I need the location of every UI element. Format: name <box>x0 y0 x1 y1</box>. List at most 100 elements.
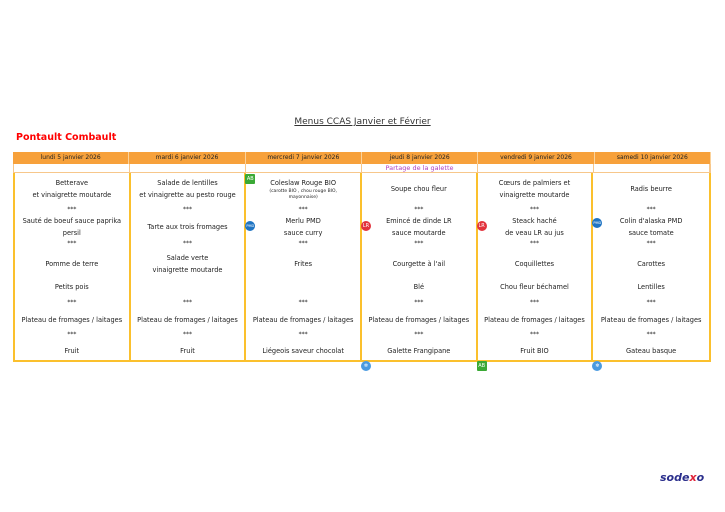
day-column: Salade de lentilles et vinaigrette au pes… <box>131 173 247 360</box>
cheese: Plateau de fromages / laitages <box>600 315 702 324</box>
separator: *** <box>529 299 539 306</box>
starter-note-line: mayonnaise) <box>288 194 318 200</box>
note-row: Partage de la galette <box>13 164 711 173</box>
dessert: Liégeois saveur chocolat <box>262 346 344 355</box>
side-dish-2: Petits pois <box>54 282 89 291</box>
day-column: Coleslaw Rouge BIO(carotte BIO , chou ro… <box>245 173 362 360</box>
side-dish-2: Lentilles <box>637 282 665 291</box>
side-dish-line: Courgette à l'ail <box>392 259 446 268</box>
day-header: mardi 6 janvier 2026 <box>129 152 246 164</box>
separator: *** <box>646 299 656 306</box>
day-header: lundi 5 janvier 2026 <box>13 152 130 164</box>
frozen-icon: ❄ <box>592 361 603 371</box>
day-note <box>130 164 246 173</box>
separator: *** <box>67 205 77 213</box>
starter-line: et vinaigrette au pesto rouge <box>139 190 236 199</box>
starter-line: Soupe chou fleur <box>390 184 447 193</box>
day-note <box>594 164 710 173</box>
starter-line: Salade de lentilles <box>157 178 218 187</box>
side-dish-line: vinaigrette moutarde <box>152 265 223 274</box>
side-dish-line: Carottes <box>637 259 666 268</box>
separator: *** <box>646 331 656 338</box>
side-dish-2: Blé <box>413 282 425 291</box>
dessert: Fruit <box>180 346 195 355</box>
main-course: Steack haché de veau LR au jus <box>478 215 592 239</box>
separator: *** <box>414 331 424 338</box>
day-header: jeudi 8 janvier 2026 <box>362 152 479 164</box>
starter-note-line: (carotte BIO , chou rouge BIO, <box>269 188 337 194</box>
main-course-line: Colin d'alaska PMD <box>619 217 683 225</box>
starter: Coleslaw Rouge BIO(carotte BIO , chou ro… <box>246 173 360 204</box>
side-dish-line: Salade verte <box>166 253 209 262</box>
separator: *** <box>529 205 539 213</box>
main-course-line: Steack haché <box>512 217 557 225</box>
main-course-line: Merlu PMD <box>285 217 321 225</box>
separator: *** <box>298 299 308 306</box>
bio-label-icon: AB <box>245 174 256 184</box>
separator: *** <box>182 240 192 247</box>
main-course-line: de veau LR au jus <box>505 229 564 237</box>
main-course: Tarte aux trois fromages <box>131 215 245 239</box>
sustainable-fish-icon: PMD <box>245 221 256 231</box>
day-note <box>14 164 130 173</box>
dessert: Fruit BIO <box>520 346 549 355</box>
side-dish-line: Pomme de terre <box>45 259 99 268</box>
day-note <box>246 164 362 173</box>
bio-label-icon: AB <box>476 361 487 371</box>
sodexo-logo: sodexo <box>660 471 705 484</box>
main-course-line: Sauté de boeuf sauce paprika <box>22 217 122 225</box>
separator: *** <box>646 240 656 247</box>
starter: Radis beurre <box>593 173 709 204</box>
day-note: Partage de la galette <box>362 164 478 173</box>
separator: *** <box>646 205 656 213</box>
side-dish: Frites <box>246 249 360 278</box>
starter: Salade de lentilles et vinaigrette au pes… <box>131 173 245 204</box>
site-name: Pontault Combault <box>16 132 117 143</box>
side-dish: Courgette à l'ail <box>362 249 476 278</box>
starter-line: Coleslaw Rouge BIO <box>270 178 337 187</box>
cheese: Plateau de fromages / laitages <box>252 315 354 324</box>
day-header: mercredi 7 janvier 2026 <box>246 152 362 164</box>
side-dish: Salade verte vinaigrette moutarde <box>131 249 245 278</box>
separator: *** <box>414 299 424 306</box>
main-course-line: persil <box>62 229 81 237</box>
cheese: Plateau de fromages / laitages <box>368 315 470 324</box>
day-note <box>478 164 594 173</box>
separator: *** <box>67 240 77 247</box>
side-dish-line: Frites <box>294 259 313 268</box>
dessert: Gateau basque <box>626 346 677 355</box>
separator: *** <box>414 240 424 247</box>
main-course-line: sauce tomate <box>628 229 674 237</box>
separator: *** <box>298 331 308 338</box>
main-course-line: Tarte aux trois fromages <box>147 223 228 231</box>
cheese: Plateau de fromages / laitages <box>484 315 585 324</box>
side-dish-2 <box>246 278 360 295</box>
separator: *** <box>182 331 192 338</box>
day-header: vendredi 9 janvier 2026 <box>478 152 595 164</box>
main-course: Colin d'alaska PMD sauce tomate <box>593 215 709 239</box>
side-dish: Coquillettes <box>478 249 592 278</box>
frozen-icon: ❄ <box>360 361 371 371</box>
side-dish: Pomme de terre <box>15 249 129 278</box>
separator: *** <box>182 205 192 213</box>
dessert: Galette Frangipane <box>387 346 451 355</box>
starter-line: Betterave <box>55 178 89 187</box>
side-dish-2: Chou fleur béchamel <box>500 282 569 291</box>
separator: *** <box>414 205 424 213</box>
separator: *** <box>529 240 539 247</box>
cheese: Plateau de fromages / laitages <box>21 315 123 324</box>
separator: *** <box>67 299 77 306</box>
cheese: Plateau de fromages / laitages <box>137 315 238 324</box>
page-title: Menus CCAS Janvier et Février <box>294 117 431 127</box>
label-rouge-icon: LR <box>360 221 371 231</box>
sustainable-fish-icon: PMD <box>592 218 603 228</box>
starter: Soupe chou fleur <box>362 173 476 204</box>
side-dish-2 <box>131 278 245 295</box>
